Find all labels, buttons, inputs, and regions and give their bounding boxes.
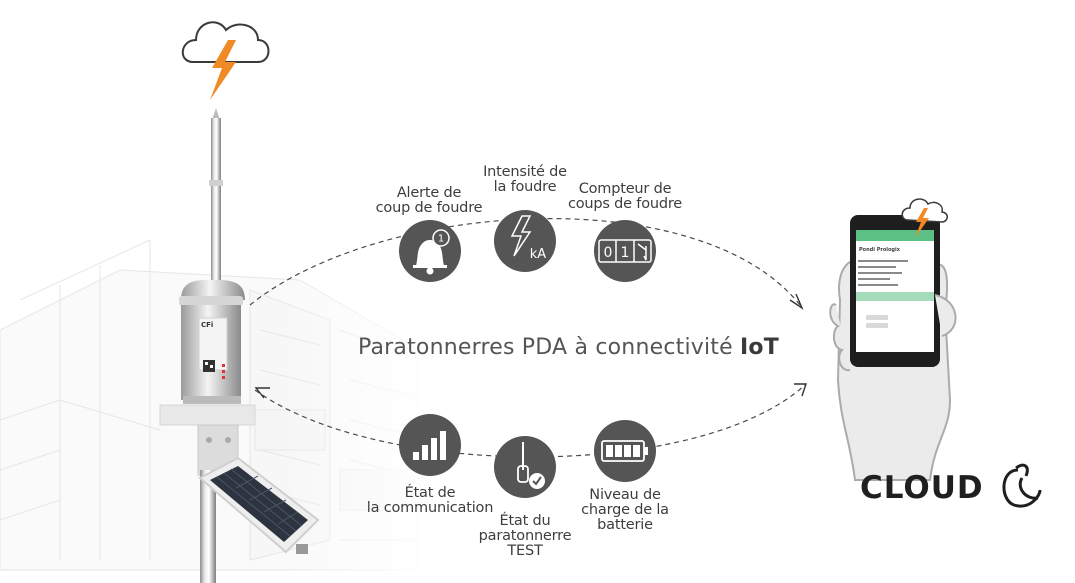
- counter-digit-1: 0: [604, 245, 613, 261]
- solar-panel: [198, 456, 320, 554]
- feature-intensity: kA: [494, 210, 556, 272]
- arc-arrowheads: [254, 293, 807, 399]
- phone-app-title: Pondi Prologix: [859, 247, 900, 253]
- cloud-logo-mark-icon: [1002, 463, 1042, 508]
- cloud-logo-text: CLOUD: [860, 470, 984, 506]
- intensity-unit: kA: [530, 247, 547, 262]
- feature-signal: [399, 414, 461, 476]
- headline: Paratonnerres PDA à connectivité IoT: [358, 335, 779, 360]
- lightning-rod: CFi: [159, 108, 256, 583]
- headline-text: Paratonnerres PDA à connectivité: [358, 335, 741, 360]
- counter-digit-2: 1: [621, 245, 630, 261]
- hand-holding-phone: [829, 198, 957, 481]
- feature-battery: [594, 420, 656, 482]
- feature-bell: 1: [399, 220, 461, 282]
- connection-arcs: [249, 218, 806, 458]
- feature-counter: 0 1: [594, 220, 656, 282]
- device-brand: CFi: [201, 321, 213, 329]
- storm-cloud-icon: [181, 21, 270, 100]
- bell-badge: 1: [438, 234, 444, 245]
- feature-rod-check: [494, 436, 556, 498]
- headline-bold: IoT: [740, 335, 779, 360]
